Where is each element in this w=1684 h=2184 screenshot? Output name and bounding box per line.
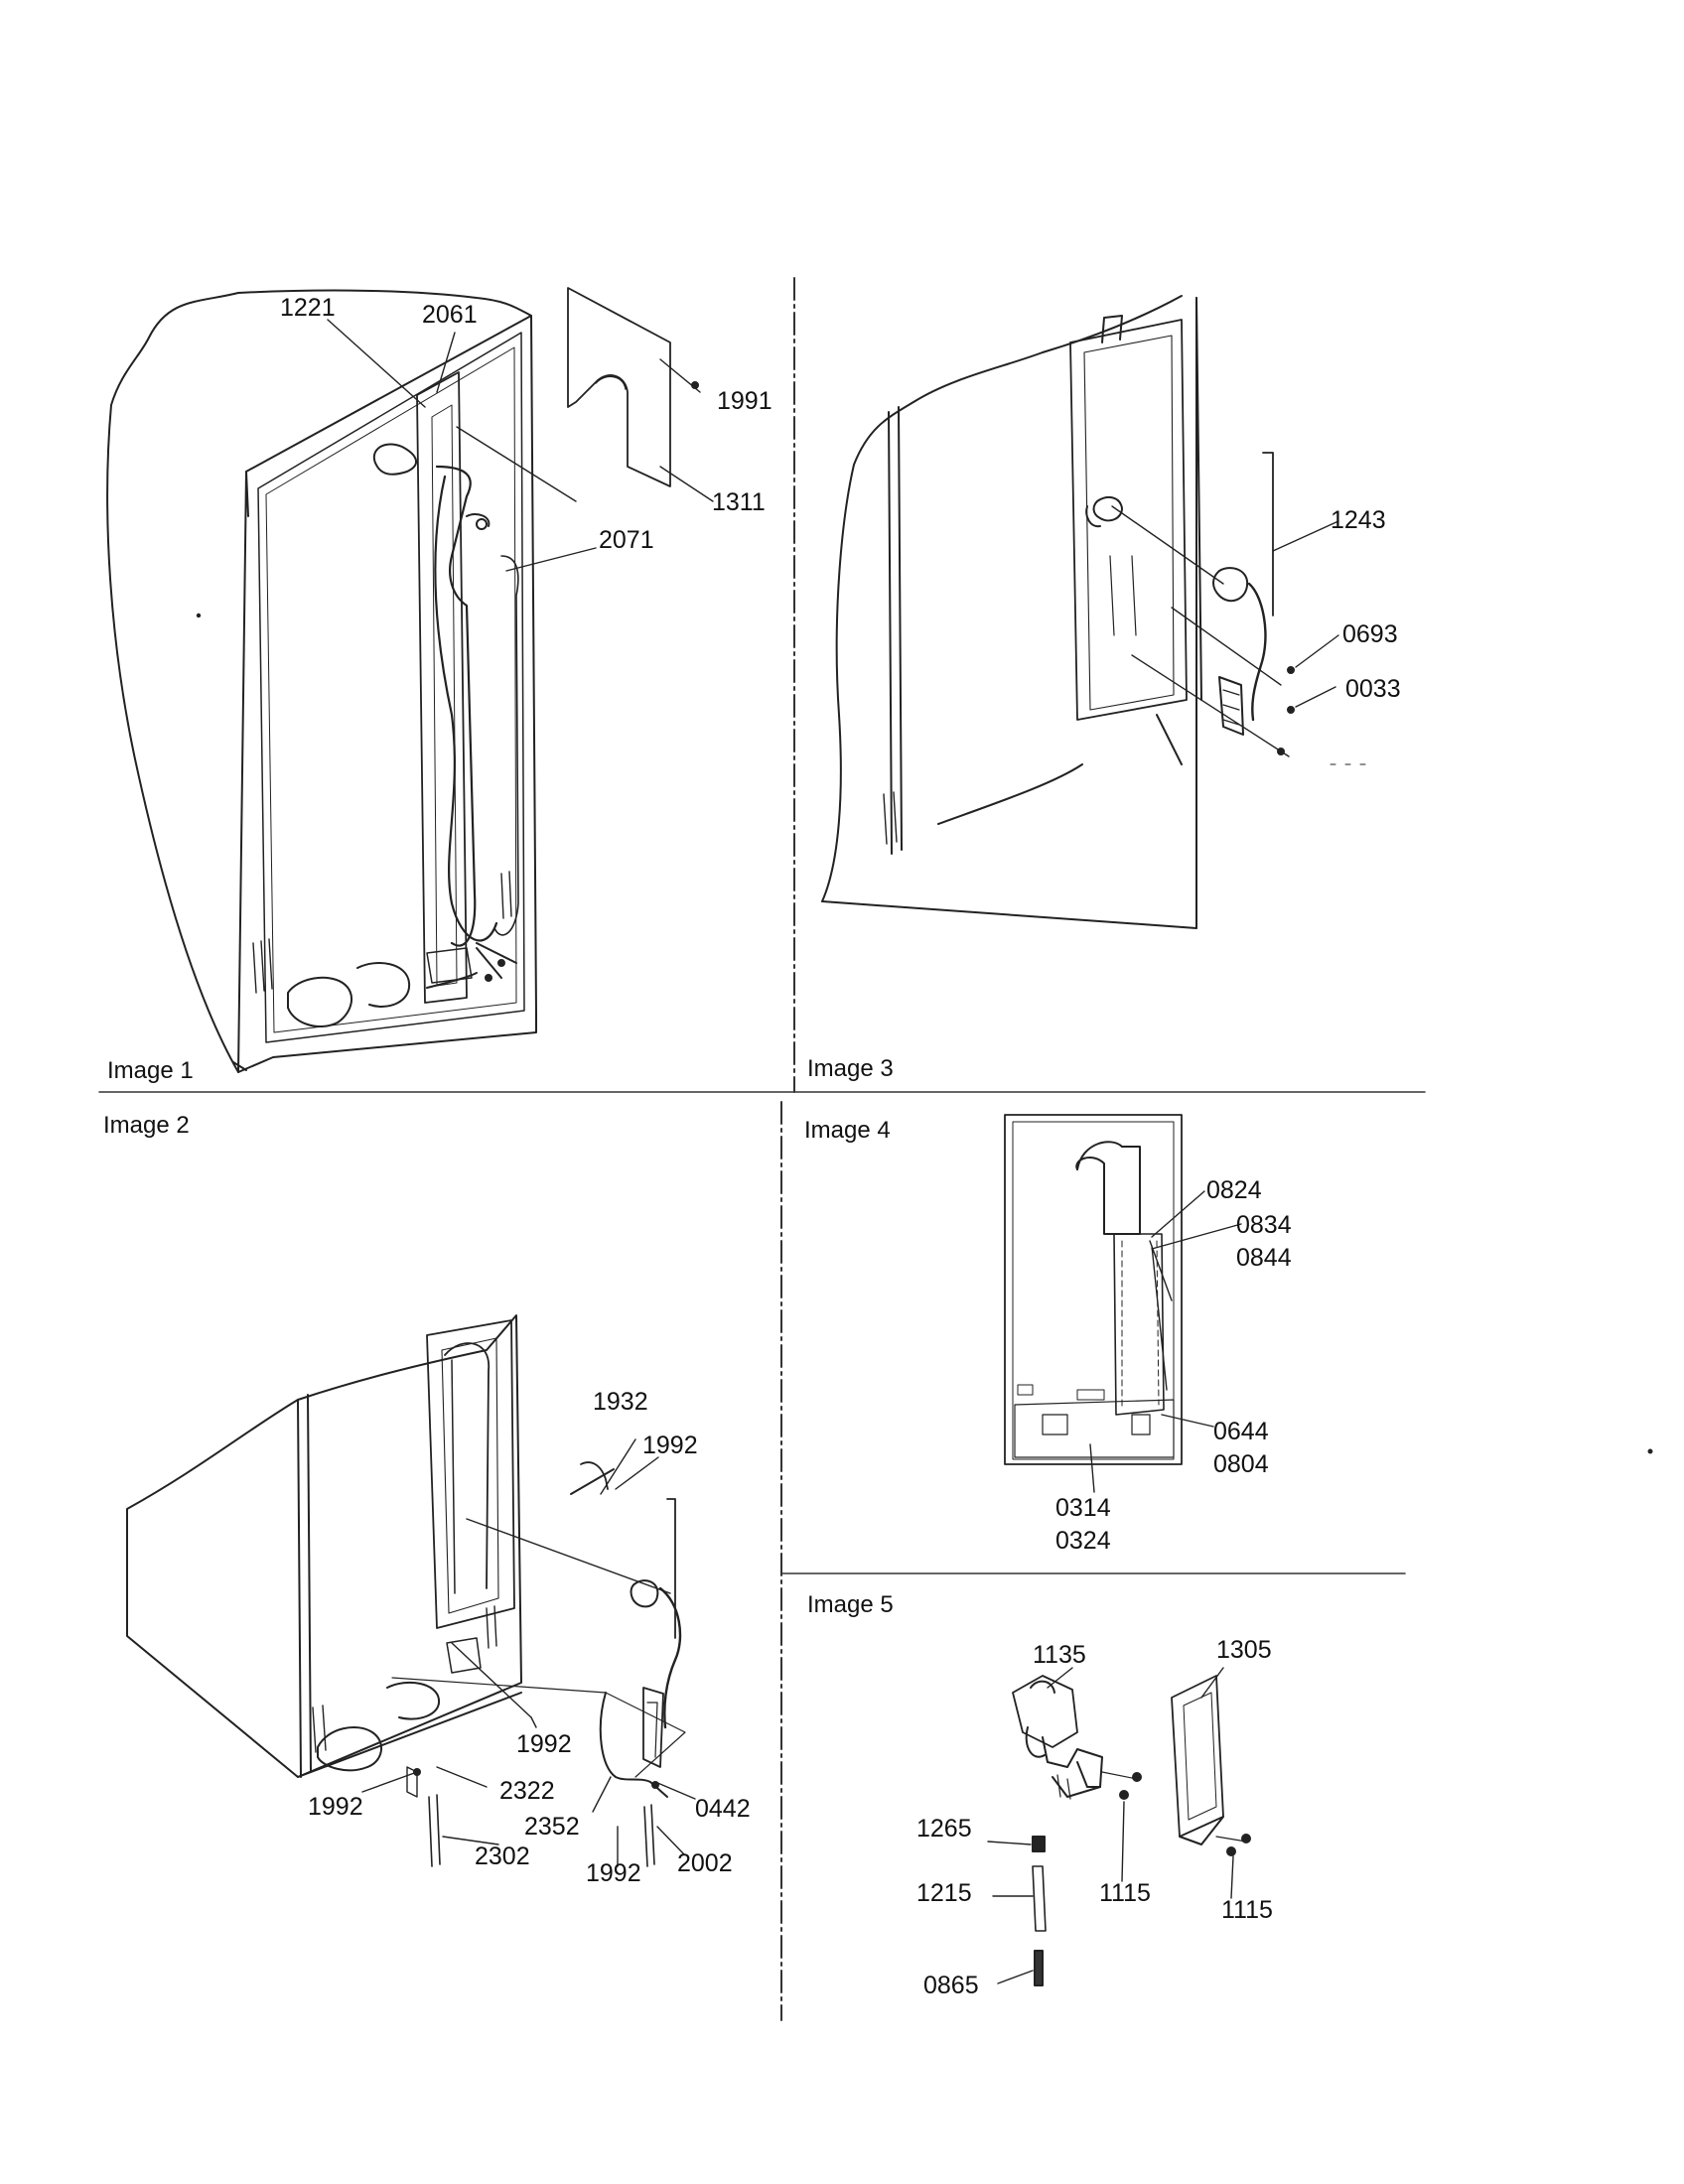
- part-number-0033: 0033: [1345, 675, 1401, 703]
- part-number-0824: 0824: [1206, 1176, 1262, 1204]
- part-number-0865: 0865: [923, 1972, 979, 1999]
- part-number-0324: 0324: [1055, 1527, 1111, 1555]
- panel-label-image3: Image 3: [807, 1055, 894, 1082]
- part-number-0442: 0442: [695, 1795, 751, 1823]
- image3-cabinet-side: [821, 295, 1366, 929]
- part-number-1992-b: 1992: [516, 1730, 572, 1758]
- part-number-1311: 1311: [712, 488, 766, 516]
- part-number-1991: 1991: [717, 387, 772, 415]
- part-number-2061: 2061: [422, 301, 478, 329]
- part-number-1115-b: 1115: [1221, 1896, 1273, 1924]
- part-number-0314: 0314: [1055, 1494, 1111, 1522]
- part-number-1215: 1215: [916, 1879, 972, 1907]
- part-number-1221: 1221: [280, 294, 336, 322]
- part-number-0844: 0844: [1236, 1244, 1292, 1272]
- part-number-1992-a: 1992: [642, 1432, 698, 1459]
- part-number-1265: 1265: [916, 1815, 972, 1843]
- image1-refrigerator-rear: [106, 287, 714, 1073]
- image4-back-panel: [1004, 1114, 1242, 1493]
- part-number-1992-d: 1992: [586, 1859, 641, 1887]
- panel-label-image2: Image 2: [103, 1112, 190, 1139]
- panel-label-image1: Image 1: [107, 1057, 194, 1084]
- part-number-2302: 2302: [475, 1843, 530, 1870]
- part-number-1135: 1135: [1033, 1641, 1086, 1669]
- part-number-1305: 1305: [1216, 1636, 1272, 1664]
- part-number-2071: 2071: [599, 526, 654, 554]
- part-number-1992-c: 1992: [308, 1793, 363, 1821]
- part-number-2322: 2322: [499, 1777, 555, 1805]
- panel-label-image5: Image 5: [807, 1591, 894, 1618]
- image2-cabinet-tubing: [126, 1314, 696, 1867]
- part-number-2352: 2352: [524, 1813, 580, 1841]
- part-number-2002: 2002: [677, 1849, 733, 1877]
- part-number-0644: 0644: [1213, 1418, 1269, 1445]
- panel-label-image4: Image 4: [804, 1117, 891, 1144]
- image5-valve-assembly: [987, 1667, 1251, 1986]
- part-number-1115-a: 1115: [1099, 1879, 1151, 1907]
- part-number-0693: 0693: [1342, 620, 1398, 648]
- part-number-0834: 0834: [1236, 1211, 1292, 1239]
- part-number-1932: 1932: [593, 1388, 648, 1416]
- part-number-1243: 1243: [1331, 506, 1386, 534]
- part-number-0804: 0804: [1213, 1450, 1269, 1478]
- panel-dividers: [98, 277, 1426, 2021]
